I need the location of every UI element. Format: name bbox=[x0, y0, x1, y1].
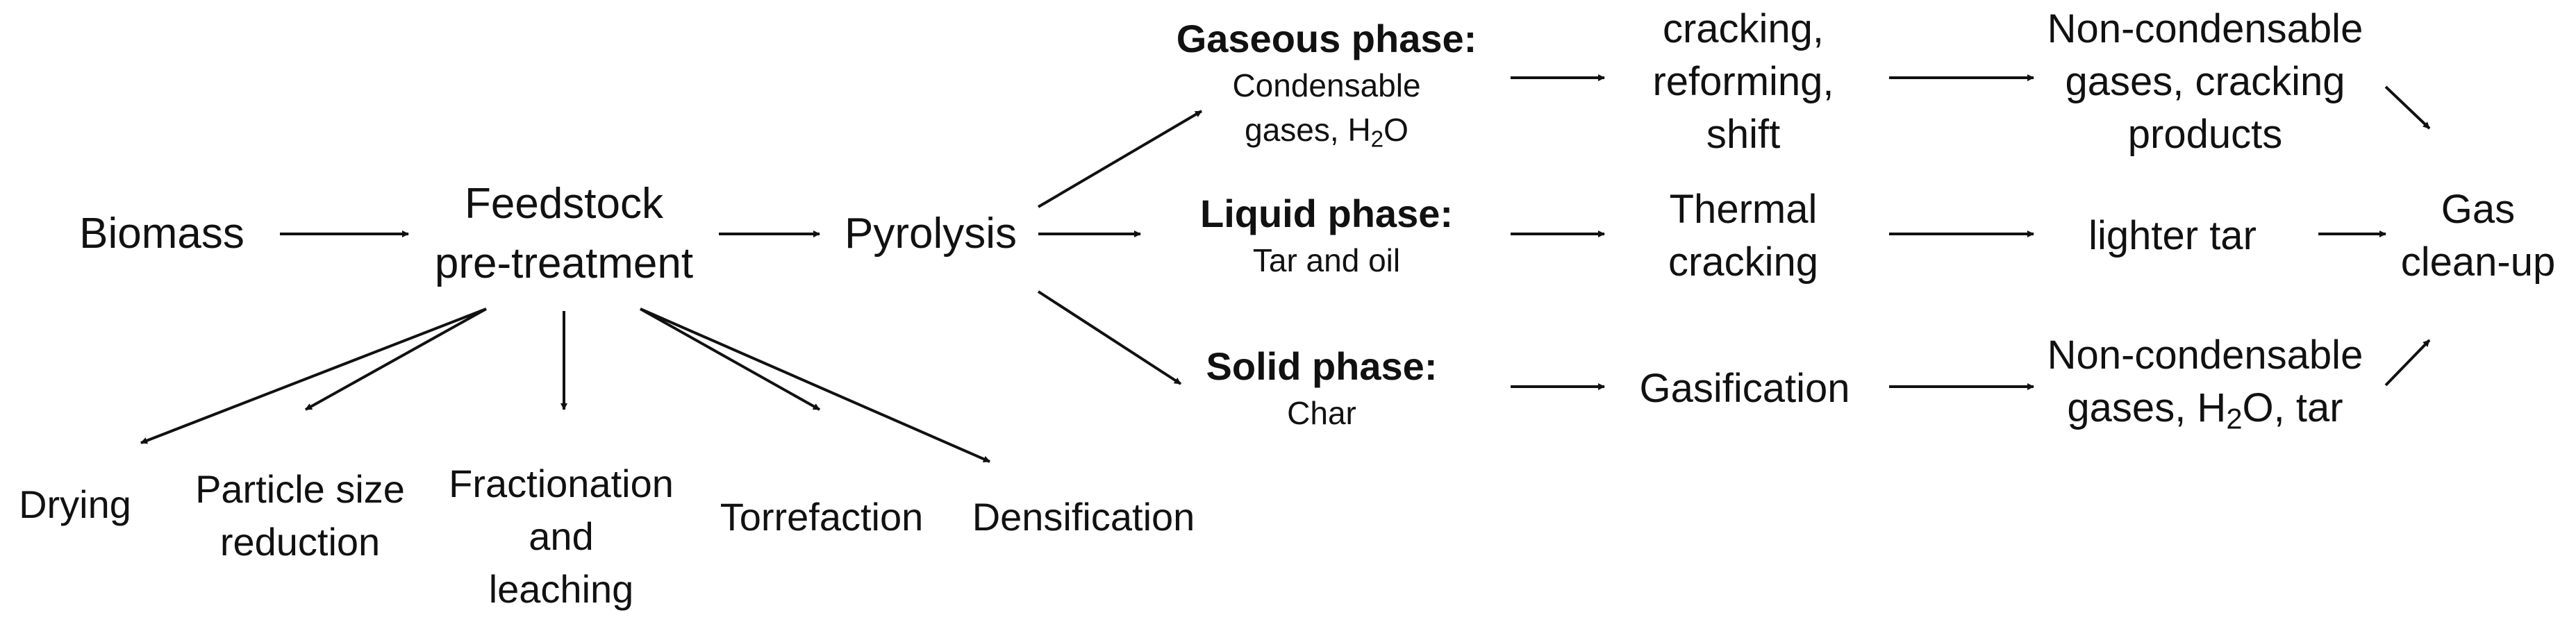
noncond-top-line2: gases, cracking bbox=[2065, 59, 2345, 104]
feedstock-label-line2: pre-treatment bbox=[434, 239, 694, 287]
biomass-node: Biomass bbox=[79, 204, 244, 264]
torrefaction-label: Torrefaction bbox=[720, 495, 924, 539]
solid-phase-node: Solid phase: Char bbox=[1206, 342, 1438, 435]
fractionation-line2: and bbox=[529, 514, 594, 558]
thermal-line2: cracking bbox=[1668, 239, 1818, 285]
noncond-bottom-line1: Non-condensable bbox=[2047, 333, 2363, 378]
solid-phase-title: Solid phase: bbox=[1206, 344, 1438, 388]
thermal-line1: Thermal bbox=[1669, 187, 1818, 232]
noncond-bottom-formula-pre: gases, H bbox=[2067, 385, 2227, 430]
arrow-noncond-bottom-to-cleanup bbox=[2384, 339, 2431, 387]
cleanup-line2: clean-up bbox=[2400, 239, 2556, 285]
densification-node: Densification bbox=[972, 491, 1195, 544]
torrefaction-node: Torrefaction bbox=[720, 491, 924, 544]
fractionation-line3: leaching bbox=[488, 567, 634, 611]
particle-size-line1: Particle size bbox=[195, 467, 405, 511]
arrow-feedstock-to-drying bbox=[140, 308, 487, 444]
gaseous-formula-pre: gases, H bbox=[1245, 112, 1371, 148]
fractionation-line1: Fractionation bbox=[449, 462, 674, 505]
noncondensable-bottom-node: Non-condensable gases, H2O, tar bbox=[2047, 329, 2363, 435]
drying-node: Drying bbox=[19, 478, 131, 531]
gaseous-phase-sub-line2: gases, H2O bbox=[1177, 108, 1477, 152]
liquid-phase-sub: Tar and oil bbox=[1252, 242, 1401, 278]
cleanup-line1: Gas bbox=[2441, 187, 2516, 232]
liquid-phase-title: Liquid phase: bbox=[1200, 192, 1453, 235]
noncondensable-top-node: Non-condensable gases, cracking products bbox=[2047, 3, 2363, 161]
arrow-noncond-top-to-cleanup bbox=[2384, 85, 2431, 130]
arrow-feedstock-to-torrefaction bbox=[640, 308, 820, 411]
gasification-node: Gasification bbox=[1639, 362, 1850, 415]
fractionation-leaching-node: Fractionation and leaching bbox=[449, 457, 674, 616]
arrow-feedstock-to-particle-size bbox=[305, 308, 487, 411]
liquid-phase-node: Liquid phase: Tar and oil bbox=[1200, 190, 1453, 283]
gas-cleanup-node: Gas clean-up bbox=[2401, 183, 2555, 289]
cracking-line1: cracking, bbox=[1662, 6, 1825, 51]
arrow-pyrolysis-to-solid bbox=[1037, 290, 1182, 385]
gaseous-phase-node: Gaseous phase: Condensable gases, H2O bbox=[1177, 15, 1477, 152]
solid-phase-sub: Char bbox=[1287, 395, 1356, 431]
gaseous-formula-post: O bbox=[1383, 112, 1409, 148]
gaseous-phase-sub-line1: Condensable bbox=[1232, 67, 1421, 103]
noncond-bottom-formula-post: O, tar bbox=[2242, 385, 2343, 430]
noncond-top-line3: products bbox=[2127, 112, 2283, 157]
thermal-cracking-node: Thermal cracking bbox=[1668, 183, 1818, 289]
cracking-line3: shift bbox=[1706, 112, 1781, 157]
pyrolysis-label: Pyrolysis bbox=[844, 210, 1017, 258]
densification-label: Densification bbox=[972, 495, 1195, 539]
particle-size-reduction-node: Particle size reduction bbox=[195, 463, 405, 569]
gaseous-phase-title: Gaseous phase: bbox=[1176, 17, 1477, 60]
lighter-tar-node: lighter tar bbox=[2088, 210, 2257, 262]
cracking-reforming-shift-node: cracking, reforming, shift bbox=[1652, 3, 1834, 161]
gasification-label: Gasification bbox=[1639, 366, 1850, 411]
arrow-feedstock-to-densification bbox=[640, 308, 990, 463]
noncond-bottom-line2: gases, H2O, tar bbox=[2047, 382, 2363, 435]
pyrolysis-node: Pyrolysis bbox=[845, 204, 1017, 264]
biomass-label: Biomass bbox=[79, 210, 244, 258]
gaseous-formula-subscript: 2 bbox=[1370, 126, 1384, 153]
feedstock-pretreatment-node: Feedstock pre-treatment bbox=[435, 174, 693, 294]
feedstock-label-line1: Feedstock bbox=[464, 180, 664, 228]
drying-label: Drying bbox=[19, 482, 131, 526]
noncond-top-line1: Non-condensable bbox=[2047, 6, 2363, 51]
cracking-line2: reforming, bbox=[1652, 59, 1834, 104]
particle-size-line2: reduction bbox=[219, 520, 381, 564]
lighter-tar-label: lighter tar bbox=[2088, 213, 2257, 258]
arrow-pyrolysis-to-gaseous bbox=[1037, 110, 1203, 208]
noncond-bottom-formula-subscript: 2 bbox=[2226, 402, 2243, 435]
